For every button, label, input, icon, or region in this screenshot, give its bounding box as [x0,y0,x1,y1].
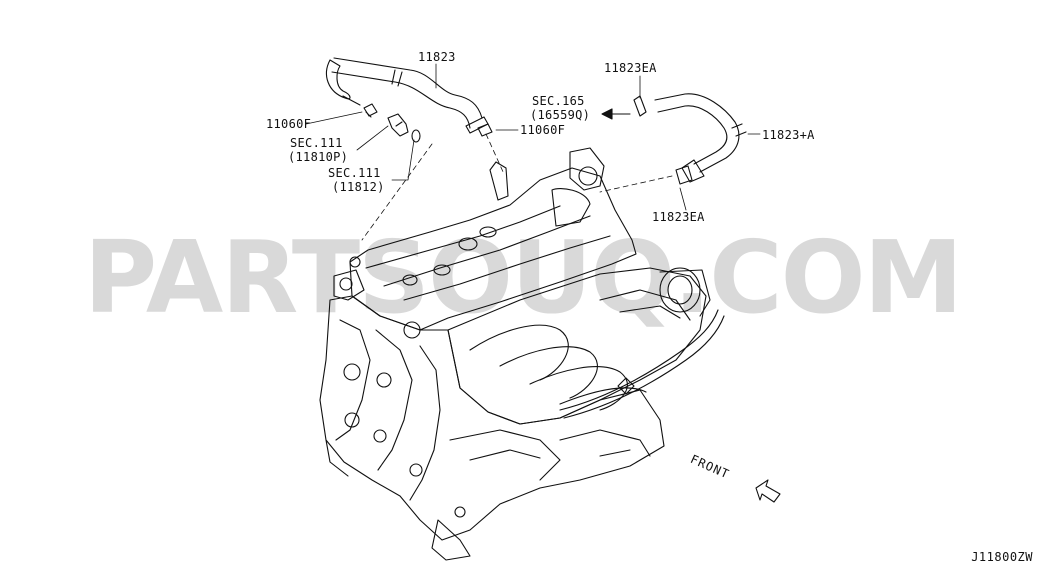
label-11823ea-top: 11823EA [604,61,657,75]
diagram-code: J11800ZW [971,550,1033,564]
label-sec111-a: SEC.111 [290,136,343,150]
pcv-hose-top [326,57,489,134]
label-11823-a: 11823+A [762,128,815,142]
label-sec111-a-code: (11810P) [288,150,349,164]
label-sec111-b-code: (11812) [332,180,385,194]
o-ring [411,129,421,143]
pcv-valve [387,113,409,137]
label-11823: 11823 [418,50,456,64]
engine-block [319,147,725,561]
label-11823ea-bottom: 11823EA [652,210,705,224]
front-arrow [755,479,781,503]
label-sec165-code: (16559Q) [530,108,591,122]
clamp-11060f-mid [477,123,493,137]
watermark: PARTSOUQ.COM [83,219,963,336]
label-sec111-b: SEC.111 [328,166,381,180]
label-11060f-left: 11060F [266,117,312,131]
label-sec165: SEC.165 [532,94,585,108]
sec165-arrow [601,108,631,120]
label-11060f-mid: 11060F [520,123,566,137]
hose-right [633,93,747,185]
clamp-11060f-left [363,103,378,118]
